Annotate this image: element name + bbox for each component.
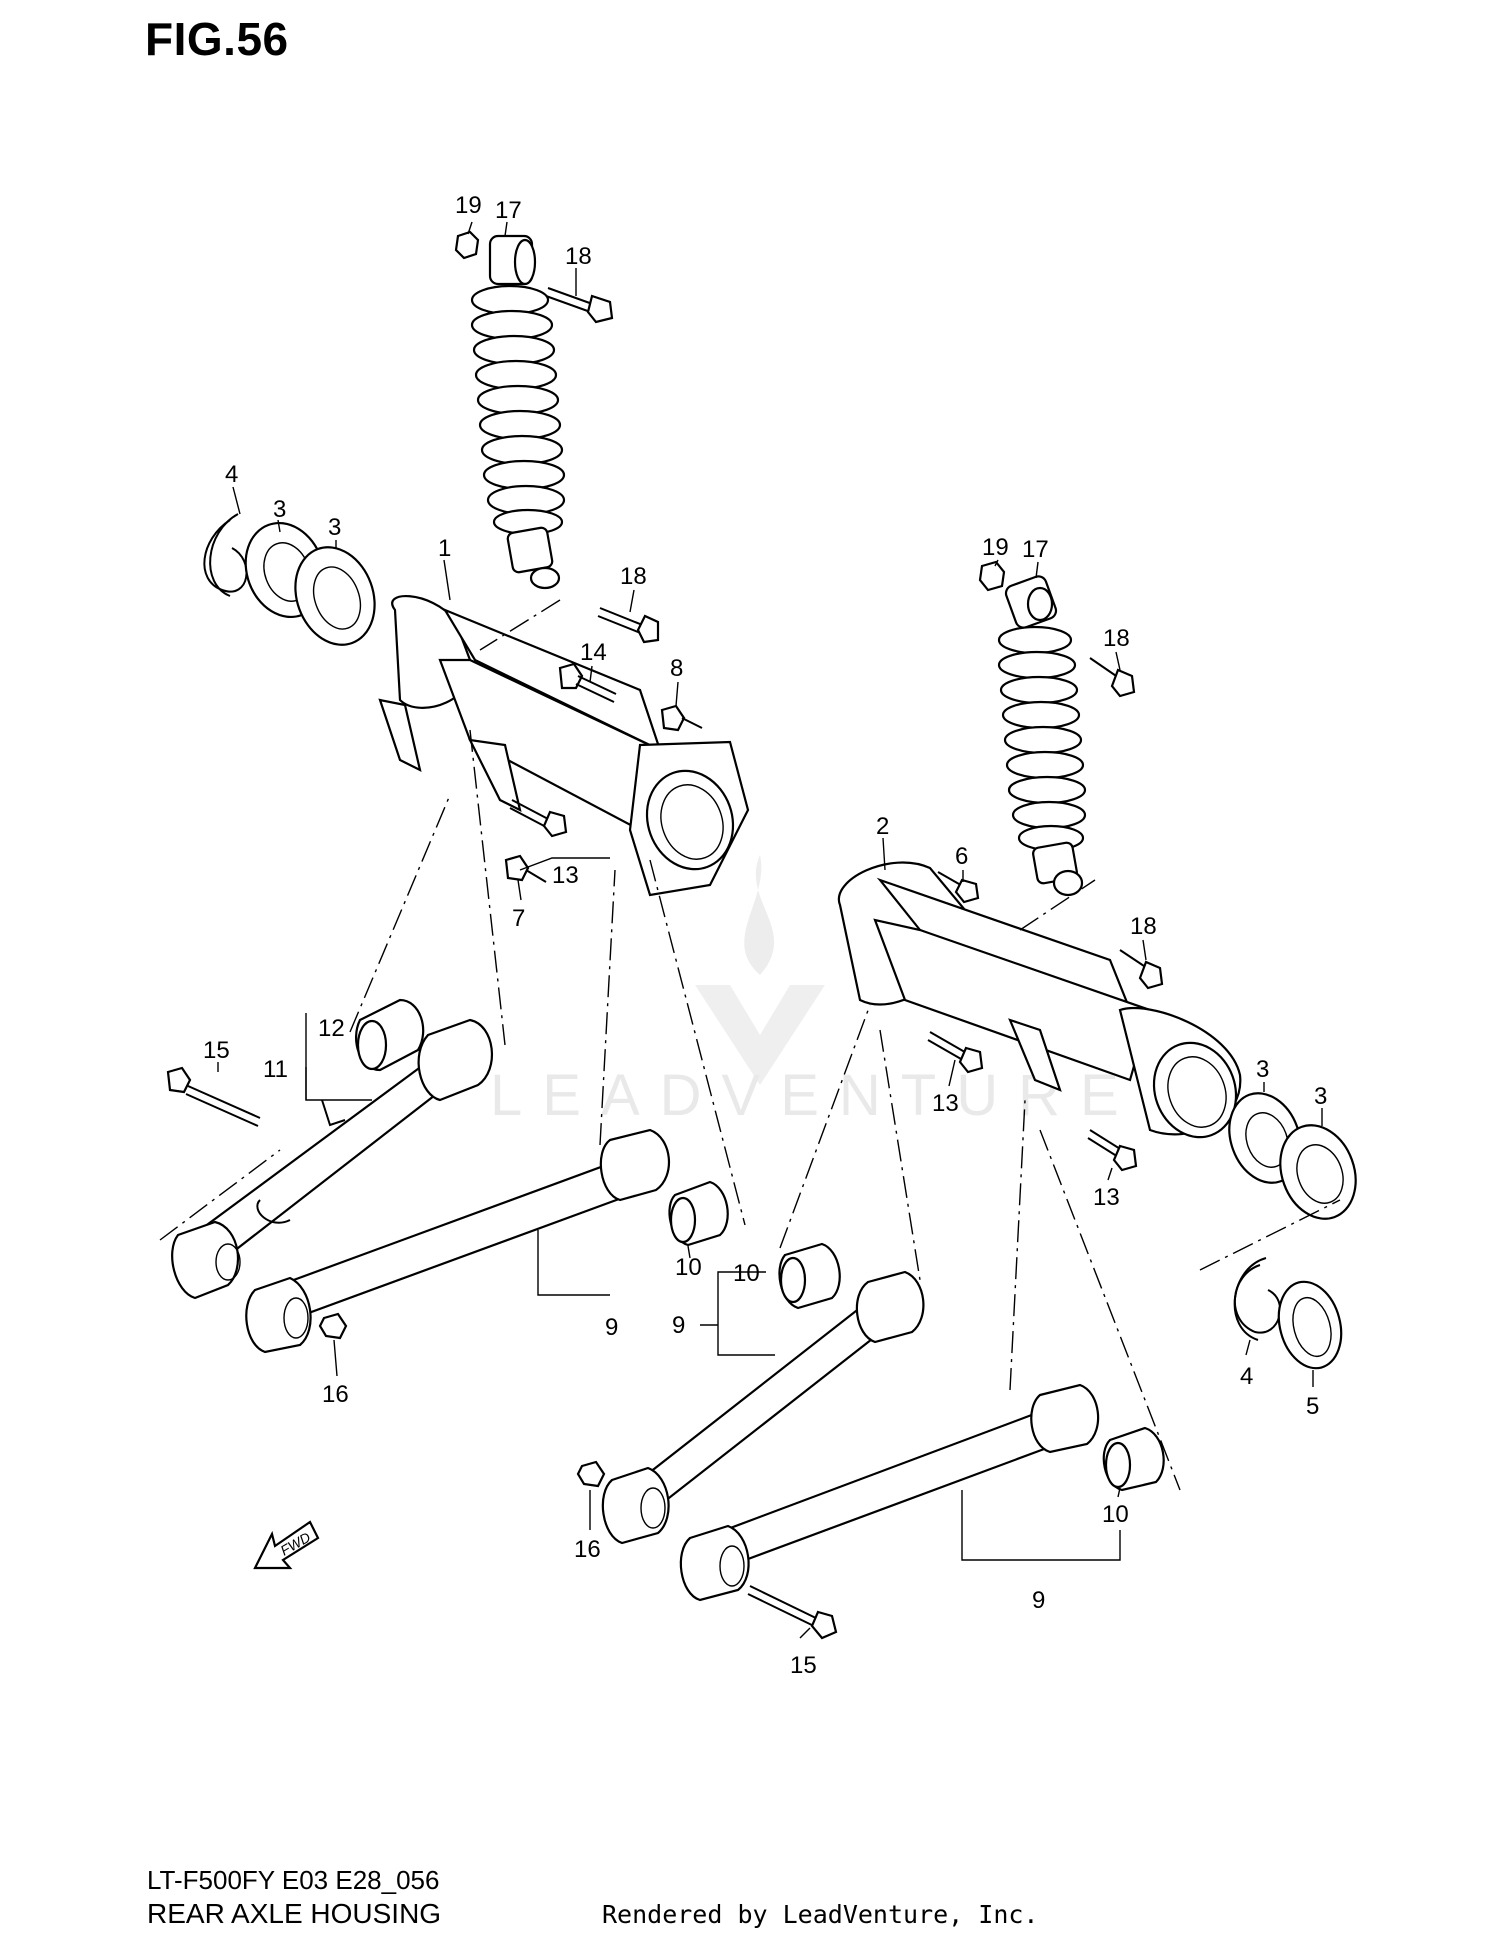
- bearing-3-left-b: [294, 546, 376, 646]
- callout-labels: 19 17 18 4 3 3 1 18 14 8 13 7 12 11 15 1…: [203, 192, 1327, 1679]
- bushing-10-left: [668, 1180, 729, 1247]
- callout-18: 18: [620, 563, 647, 590]
- nut-19-left: [454, 230, 480, 260]
- callout-13: 13: [552, 862, 579, 889]
- bearing-3-right-b: [1279, 1124, 1357, 1220]
- callout-16: 16: [322, 1381, 349, 1408]
- bolt-13-right-a: [927, 1031, 984, 1074]
- circlip-4-right: [1233, 1257, 1282, 1341]
- model-code: LT-F500FY E03 E28_056: [147, 1865, 440, 1895]
- callout-6: 6: [955, 843, 968, 870]
- rear-axle-housing-2: [837, 861, 1242, 1139]
- nut-16-right: [576, 1460, 606, 1488]
- callout-7: 7: [512, 905, 525, 932]
- watermark: LEADVENTURE: [490, 855, 1139, 1128]
- callout-5: 5: [1306, 1393, 1319, 1420]
- bushing-10-right-a: [778, 1242, 841, 1310]
- bolt-18-right-upper: [1089, 657, 1136, 698]
- callout-11: 11: [263, 1056, 288, 1083]
- leader-lines: [217, 221, 1323, 1639]
- callout-2: 2: [876, 813, 889, 840]
- nut-19-right: [978, 560, 1006, 592]
- callout-3: 3: [1314, 1083, 1327, 1110]
- oil-seal-5: [1277, 1280, 1343, 1370]
- render-credit: Rendered by LeadVenture, Inc.: [602, 1900, 1039, 1929]
- control-arm-11: [171, 1018, 493, 1300]
- figure-title: FIG.56: [145, 13, 289, 65]
- callout-15: 15: [203, 1037, 230, 1064]
- callout-1: 1: [438, 535, 451, 562]
- callout-19: 19: [982, 534, 1009, 561]
- callout-12: 12: [318, 1015, 345, 1042]
- callout-9: 9: [605, 1314, 618, 1341]
- callout-3: 3: [1256, 1056, 1269, 1083]
- bushing-10-right-b: [1102, 1426, 1165, 1492]
- callout-18: 18: [565, 243, 592, 270]
- bolt-15-left: [166, 1066, 261, 1127]
- callout-14: 14: [580, 639, 607, 666]
- circlip-4-left: [203, 513, 248, 597]
- callout-3: 3: [273, 496, 286, 523]
- rear-axle-housing-1: [378, 594, 750, 897]
- callout-19: 19: [455, 192, 482, 219]
- nut-16-left: [318, 1312, 348, 1340]
- watermark-text: LEADVENTURE: [490, 1063, 1139, 1128]
- control-arm-9-right-b: [679, 1383, 1100, 1602]
- bolt-18-right-lower: [1119, 949, 1164, 990]
- callout-15: 15: [790, 1652, 817, 1679]
- fwd-direction-arrow: FWD: [253, 1520, 320, 1570]
- callout-13: 13: [932, 1090, 959, 1117]
- control-arm-9-left: [245, 1128, 670, 1354]
- callout-4: 4: [1240, 1363, 1253, 1390]
- callout-18: 18: [1103, 625, 1130, 652]
- callout-10: 10: [1102, 1501, 1129, 1528]
- bolt-18-mid-left: [597, 607, 660, 644]
- bolt-18-top-left: [545, 287, 614, 324]
- callout-9: 9: [672, 1312, 685, 1339]
- bolt-7: [504, 854, 547, 883]
- control-arm-9-right-a: [601, 1270, 925, 1545]
- bolt-13-right-b: [1087, 1129, 1138, 1172]
- callout-10: 10: [675, 1254, 702, 1281]
- callout-16: 16: [574, 1536, 601, 1563]
- bolt-14: [558, 662, 617, 703]
- callout-4: 4: [225, 461, 238, 488]
- callout-10: 10: [733, 1260, 760, 1287]
- callout-3: 3: [328, 514, 341, 541]
- callout-13: 13: [1093, 1184, 1120, 1211]
- bushing-12: [355, 998, 425, 1072]
- assembly-lines: [159, 599, 1341, 1491]
- assembly-name: REAR AXLE HOUSING: [147, 1898, 442, 1929]
- bolt-13-left: [509, 799, 568, 838]
- callout-8: 8: [670, 655, 683, 682]
- shock-absorber-right: [997, 575, 1087, 897]
- callout-18: 18: [1130, 913, 1157, 940]
- bolt-6: [937, 871, 980, 904]
- callout-17: 17: [1022, 536, 1049, 563]
- shock-absorber-left: [470, 234, 566, 590]
- callout-17: 17: [495, 197, 522, 224]
- callout-9: 9: [1032, 1587, 1045, 1614]
- bolt-8: [660, 704, 703, 732]
- bolt-15-right: [747, 1585, 838, 1640]
